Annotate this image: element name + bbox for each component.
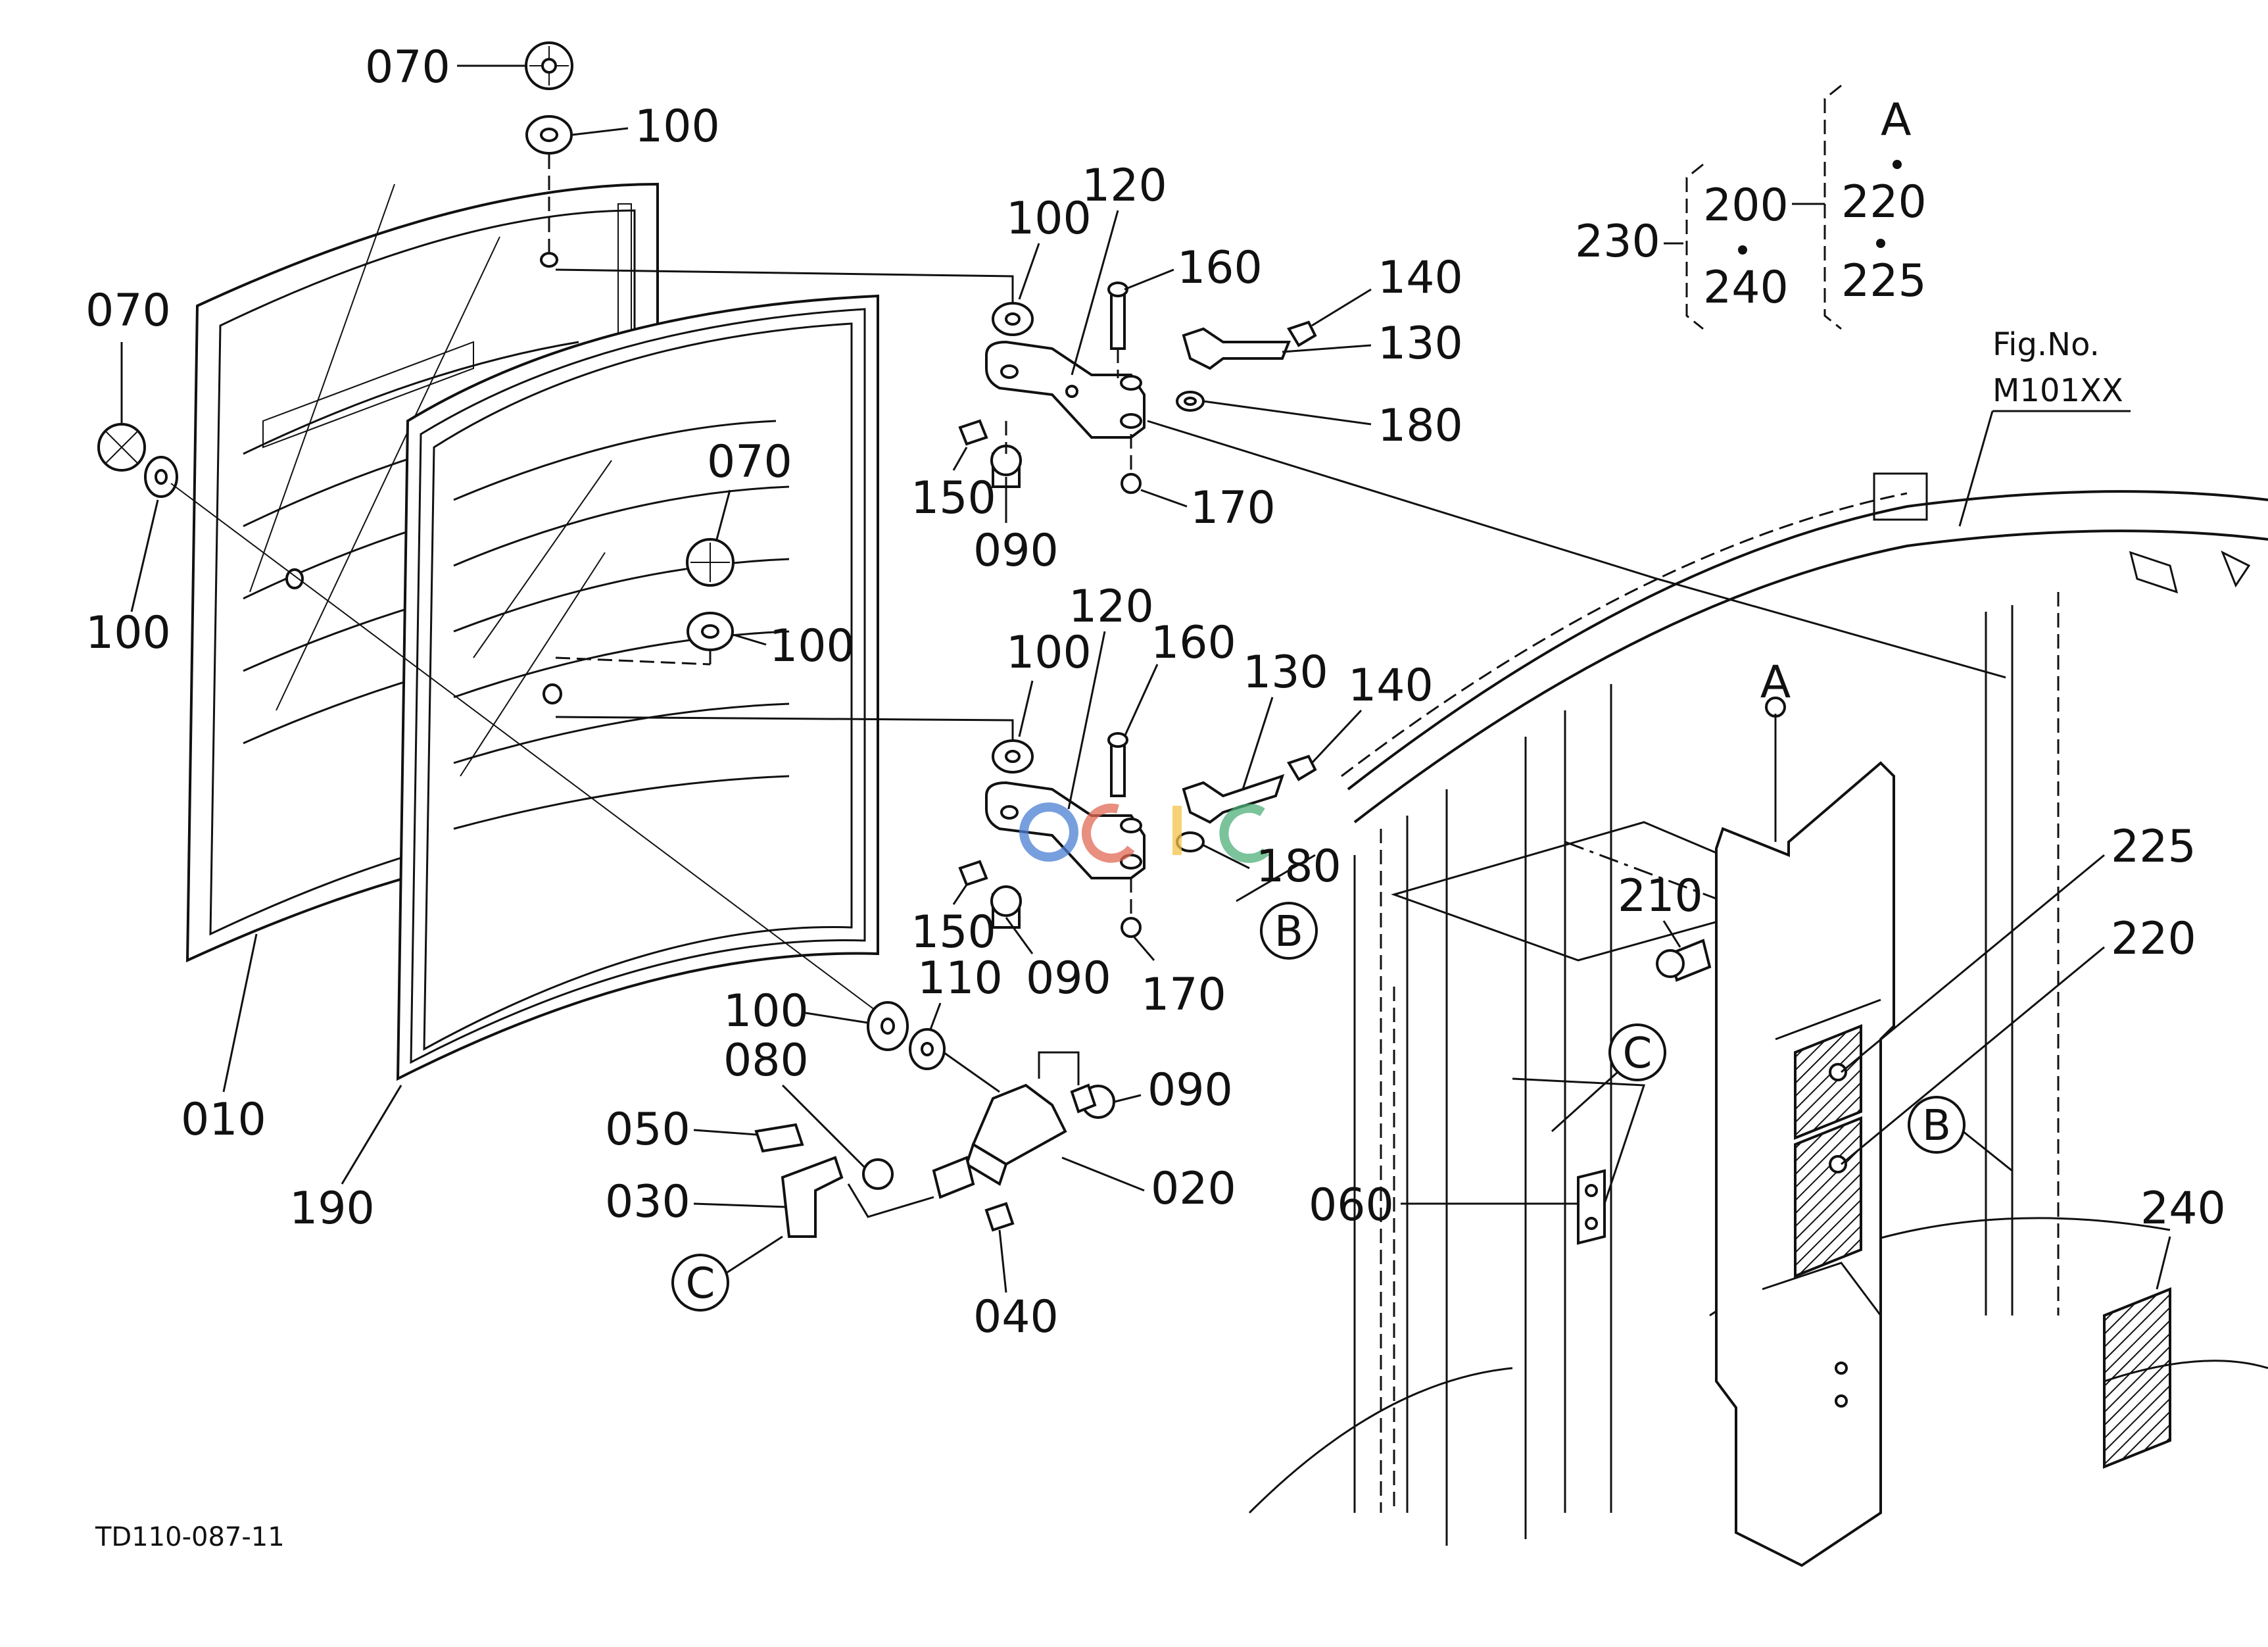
label-060: 060 (1309, 1179, 1394, 1231)
bracket-060 (1577, 1169, 1606, 1245)
label-040: 040 (973, 1291, 1059, 1343)
label-090-latch: 090 (1147, 1064, 1233, 1116)
label-110: 110 (917, 952, 1003, 1004)
label-240-bracket: 240 (1703, 262, 1789, 314)
svg-text:B: B (1922, 1102, 1951, 1150)
label-120-upper: 120 (1082, 160, 1167, 212)
label-100-left: 100 (85, 607, 171, 659)
svg-text:C: C (1623, 1029, 1653, 1078)
label-020: 020 (1151, 1163, 1236, 1215)
label-070-left: 070 (85, 285, 171, 337)
label-220-bracket: 220 (1841, 176, 1927, 228)
upper-hinge (958, 282, 1317, 494)
cabin-frame (1248, 472, 2268, 1546)
ref-c-cabin: C (1551, 1023, 1666, 1133)
decal-240 (2103, 1287, 2171, 1469)
window-seal-frame (396, 294, 879, 1081)
label-150-lower: 150 (911, 906, 996, 958)
svg-text:C: C (686, 1260, 715, 1308)
knob-middle (686, 538, 735, 651)
knob-left (97, 423, 178, 498)
label-240: 240 (2140, 1183, 2226, 1235)
label-030: 030 (605, 1176, 690, 1228)
label-180-lower: 180 (1256, 841, 1341, 893)
label-200: 200 (1703, 180, 1789, 232)
drawing-code: TD110-087-11 (95, 1522, 285, 1552)
label-120-lower: 120 (1069, 581, 1154, 633)
labels: 070 100 070 100 070 100 010 190 100 120 … (85, 41, 2226, 1552)
pillar-panel (1715, 697, 1895, 1567)
watermark-logo (1019, 802, 1269, 863)
label-130-upper: 130 (1378, 318, 1463, 370)
label-140-upper: 140 (1378, 252, 1463, 304)
label-220: 220 (2111, 913, 2196, 965)
label-160-lower: 160 (1151, 617, 1236, 669)
label-a-bracket: A (1881, 94, 1912, 146)
ref-b-cabin: B (1908, 1096, 2013, 1172)
label-090-upper: 090 (973, 525, 1059, 577)
fig-no-label: Fig.No. (1992, 326, 2100, 363)
label-100-top: 100 (635, 101, 720, 153)
label-190: 190 (289, 1183, 375, 1235)
label-160-upper: 160 (1177, 242, 1263, 294)
label-170-upper: 170 (1190, 482, 1276, 534)
label-100-latch: 100 (723, 985, 809, 1037)
label-100-upper-hinge: 100 (1006, 193, 1092, 245)
label-010: 010 (181, 1094, 266, 1146)
label-070-mid: 070 (707, 436, 792, 488)
svg-text:B: B (1274, 908, 1303, 956)
label-150-upper: 150 (911, 472, 996, 524)
label-100-mid: 100 (769, 620, 855, 672)
label-225: 225 (2111, 821, 2196, 873)
ref-c-latch: C (671, 1235, 783, 1312)
label-a-pillar: A (1760, 656, 1791, 708)
label-050: 050 (605, 1104, 690, 1156)
label-210: 210 (1618, 870, 1703, 922)
latch-assembly (754, 1001, 1115, 1238)
label-180-upper: 180 (1378, 400, 1463, 452)
label-170-lower: 170 (1141, 969, 1226, 1021)
label-090-lower: 090 (1026, 952, 1111, 1004)
label-130-lower: 130 (1243, 647, 1328, 699)
label-080: 080 (723, 1035, 809, 1087)
label-140-lower: 140 (1348, 660, 1434, 712)
lower-hinge (958, 732, 1317, 938)
label-070-top: 070 (365, 41, 450, 93)
fig-no-value: M101XX (1992, 372, 2123, 409)
label-230: 230 (1575, 216, 1660, 268)
bolt-210 (1656, 939, 1712, 982)
ref-b-hinge: B (1260, 902, 1318, 960)
label-225-bracket: 225 (1841, 255, 1927, 307)
label-100-lower-hinge: 100 (1006, 627, 1092, 679)
